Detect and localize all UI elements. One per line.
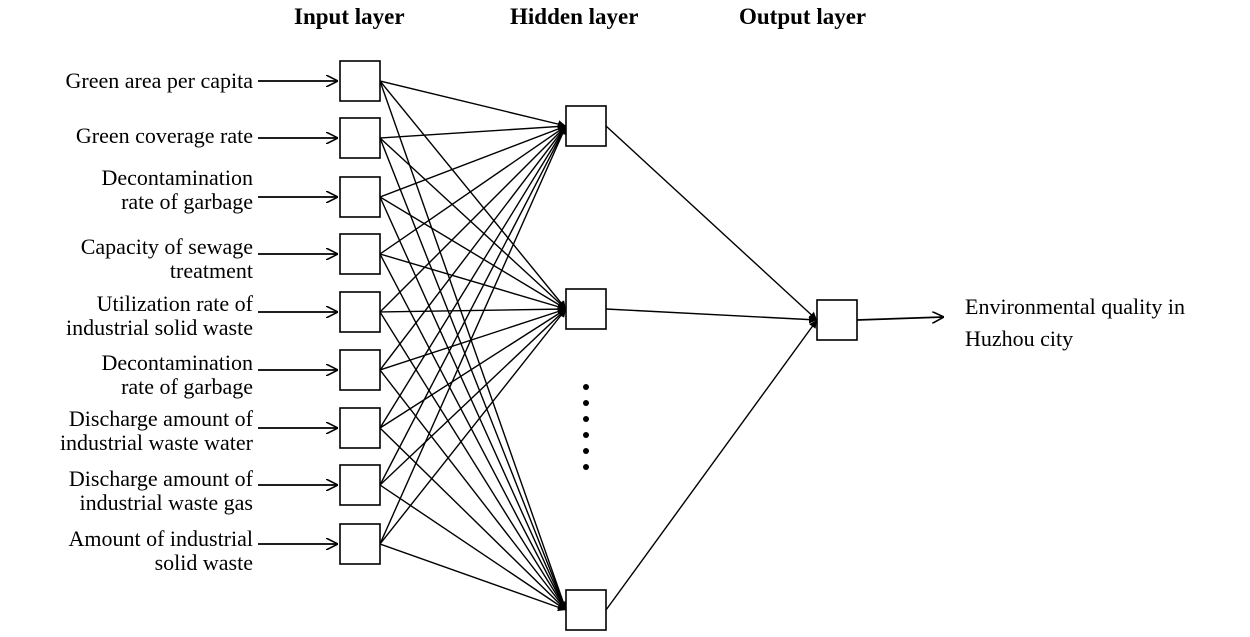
- input-node: [339, 349, 381, 391]
- ellipsis-dot: [583, 448, 589, 454]
- ellipsis-dot: [583, 464, 589, 470]
- connection-line: [379, 125, 567, 371]
- output-layer-title: Output layer: [739, 4, 867, 29]
- connection-line: [379, 80, 567, 310]
- connection-line: [379, 80, 567, 129]
- connection-line: [379, 308, 567, 429]
- connection-line: [379, 308, 567, 545]
- connection-line: [379, 125, 567, 545]
- input-node: [339, 60, 381, 102]
- connection-line: [379, 125, 567, 198]
- connection-line: [605, 319, 818, 611]
- connection-line: [379, 308, 567, 486]
- hidden-node: [565, 288, 607, 330]
- hidden-layer-title: Hidden layer: [510, 4, 639, 29]
- input-node: [339, 407, 381, 449]
- connection-line: [379, 253, 567, 611]
- connection-line: [379, 196, 567, 310]
- hidden-node: [565, 589, 607, 631]
- connection-line: [379, 125, 567, 313]
- input-node: [339, 117, 381, 159]
- connection-line: [379, 543, 567, 612]
- input-node: [339, 233, 381, 275]
- input-node: [339, 291, 381, 333]
- connection-line: [379, 122, 567, 139]
- connection-line: [605, 308, 818, 324]
- connection-line: [379, 311, 567, 611]
- input-layer-title: Input layer: [294, 4, 405, 29]
- connection-line: [379, 137, 567, 310]
- ellipsis-dot: [583, 432, 589, 438]
- ellipsis-dot: [583, 416, 589, 422]
- input-node: [339, 176, 381, 218]
- connection-line: [379, 307, 567, 371]
- input-label-1: Green area per capita: [65, 68, 253, 93]
- input-label-2: Green coverage rate: [75, 123, 253, 148]
- connection-line: [379, 253, 567, 311]
- connection-line: [605, 125, 818, 321]
- connection-line: [379, 125, 567, 429]
- hidden-node: [565, 105, 607, 147]
- connection-line: [379, 369, 567, 611]
- input-node: [339, 464, 381, 506]
- connection-line: [379, 196, 567, 611]
- connection-line: [379, 125, 567, 486]
- input-node: [339, 523, 381, 565]
- connection-line: [379, 125, 567, 255]
- ellipsis-dot: [583, 400, 589, 406]
- ellipsis-dots: [580, 384, 592, 480]
- connection-line: [379, 80, 568, 611]
- connection-line: [379, 305, 567, 314]
- ellipsis-dot: [583, 384, 589, 390]
- output-arrow: [856, 317, 944, 320]
- output-node: [816, 299, 858, 341]
- connection-line: [379, 137, 567, 611]
- connection-line: [379, 427, 567, 611]
